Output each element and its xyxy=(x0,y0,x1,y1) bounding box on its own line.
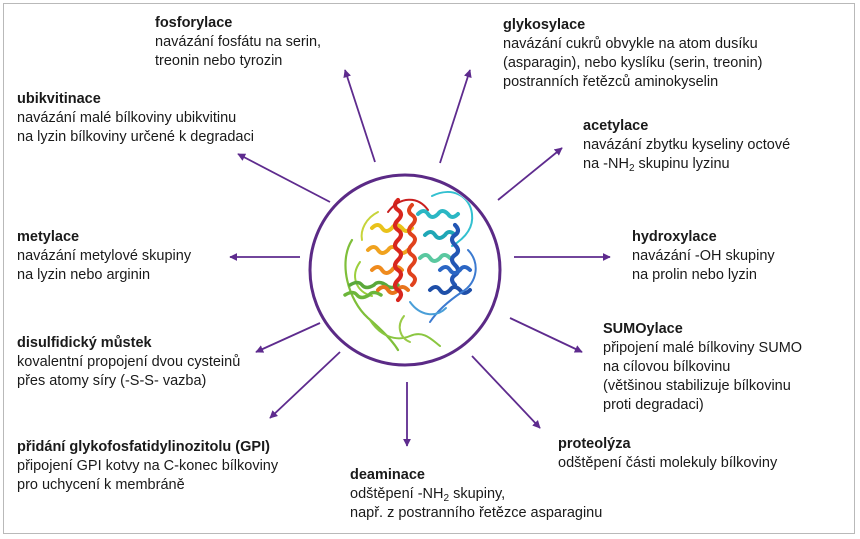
arrow-disulfidicky-mustek xyxy=(255,322,321,353)
glykosylace-title: glykosylace xyxy=(503,17,586,33)
arrow-glykosylace xyxy=(439,69,472,164)
ubikvitinace-desc: navázání malé bílkoviny ubikvitinu na ly… xyxy=(17,110,254,145)
label-disulfidicky-mustek: disulfidický můstek kovalentní propojení… xyxy=(17,334,240,391)
hydroxylace-title: hydroxylace xyxy=(632,229,717,245)
label-sumoylace: SUMOylace připojení malé bílkoviny SUMO … xyxy=(603,320,802,415)
arrows xyxy=(229,69,611,447)
gpi-title: přidání glykofosfatidylinozitolu (GPI) xyxy=(17,439,270,455)
acetylace-desc-sub: 2 xyxy=(628,163,635,174)
arrow-fosforylace xyxy=(343,69,376,163)
arrow-ubikvitinace xyxy=(237,153,331,203)
label-metylace: metylace navázání metylové skupiny na ly… xyxy=(17,228,191,285)
deaminace-title: deaminace xyxy=(350,467,425,483)
label-deaminace: deaminace odštěpení -NH2 skupiny, např. … xyxy=(350,466,602,523)
deaminace-desc-pre: odštěpení -NH xyxy=(350,486,444,502)
label-glykosylace: glykosylace navázání cukrů obvykle na at… xyxy=(503,16,763,92)
arrow-gpi xyxy=(269,351,341,419)
protein-structure-image xyxy=(343,191,477,352)
label-acetylace: acetylace navázání zbytku kyseliny octov… xyxy=(583,117,790,174)
label-hydroxylace: hydroxylace navázání -OH skupiny na prol… xyxy=(632,228,775,285)
deaminace-desc-post: skupiny, např. z postranního řetězce asp… xyxy=(350,486,603,521)
deaminace-desc: odštěpení -NH2 skupiny, např. z postrann… xyxy=(350,485,602,523)
deaminace-desc-sub: 2 xyxy=(443,493,450,504)
acetylace-desc: navázání zbytku kyseliny octové na -NH2 … xyxy=(583,136,790,174)
hydroxylace-desc: navázání -OH skupiny na prolin nebo lyzi… xyxy=(632,248,775,283)
fosforylace-title: fosforylace xyxy=(155,15,233,31)
proteolyza-title: proteolýza xyxy=(558,436,631,452)
proteolyza-desc: odštěpení části molekuly bílkoviny xyxy=(558,455,778,471)
label-proteolyza: proteolýza odštěpení části molekuly bílk… xyxy=(558,435,777,473)
label-gpi: přidání glykofosfatidylinozitolu (GPI) p… xyxy=(17,438,278,495)
fosforylace-desc: navázání fosfátu na serin, treonin nebo … xyxy=(155,34,322,69)
metylace-desc: navázání metylové skupiny na lyzin nebo … xyxy=(17,248,192,283)
gpi-desc: připojení GPI kotvy na C-konec bílkoviny… xyxy=(17,458,279,493)
acetylace-desc-post: skupinu lyzinu xyxy=(634,156,730,172)
glykosylace-desc: navázání cukrů obvykle na atom dusíku (a… xyxy=(503,36,763,90)
arrow-sumoylace xyxy=(509,317,583,353)
figure-frame xyxy=(3,3,855,534)
acetylace-title: acetylace xyxy=(583,118,649,134)
sumoylace-title: SUMOylace xyxy=(603,321,683,337)
center-ring xyxy=(308,173,502,367)
sumoylace-desc: připojení malé bílkoviny SUMO na cílovou… xyxy=(603,340,803,413)
disulfidicky-mustek-title: disulfidický můstek xyxy=(17,335,152,351)
label-fosforylace: fosforylace navázání fosfátu na serin, t… xyxy=(155,14,321,71)
disulfidicky-mustek-desc: kovalentní propojení dvou cysteinů přes … xyxy=(17,354,241,389)
label-ubikvitinace: ubikvitinace navázání malé bílkoviny ubi… xyxy=(17,90,254,147)
metylace-title: metylace xyxy=(17,229,80,245)
arrow-proteolyza xyxy=(471,355,541,429)
ubikvitinace-title: ubikvitinace xyxy=(17,91,101,107)
arrow-acetylace xyxy=(497,147,563,201)
acetylace-desc-pre: navázání zbytku kyseliny octové na -NH xyxy=(583,137,791,172)
